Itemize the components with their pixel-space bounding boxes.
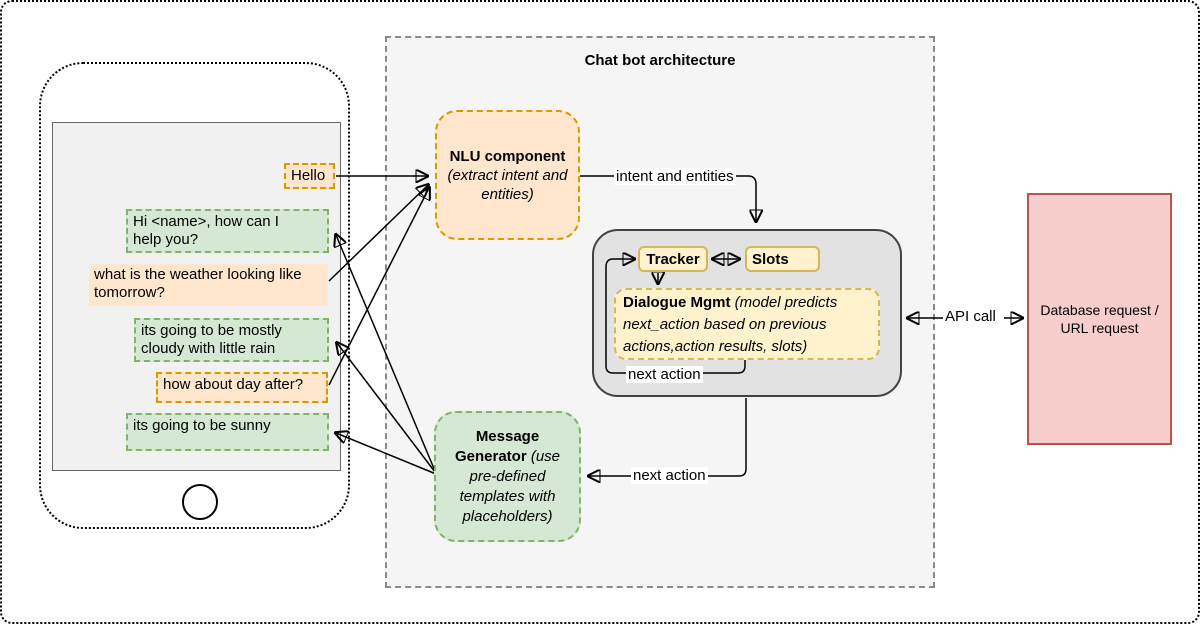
chat-bubble-bot-greeting: Hi <name>, how can I help you?	[126, 209, 329, 253]
tracker-node: Tracker	[638, 246, 708, 272]
message-generator-node: Message Generator (use pre-defined templ…	[434, 411, 581, 542]
chat-bubble-bot-followup-answer: its going to be sunny	[126, 413, 329, 451]
dialogue-mgmt-subtitle: (model predicts next_action based on pre…	[623, 294, 838, 355]
nlu-component-node: NLU component (extract intent and entiti…	[435, 110, 580, 240]
phone-home-button	[182, 484, 218, 520]
label-intent-and-entities: intent and entities	[614, 168, 736, 185]
dialogue-mgmt-title: Dialogue Mgmt	[623, 294, 735, 311]
label-next-action-to-generator: next action	[631, 467, 708, 484]
message-generator-subtitle: (use pre-defined templates with placehol…	[459, 447, 561, 525]
slots-node: Slots	[745, 246, 820, 272]
label-api-call: API call	[943, 308, 998, 325]
dialogue-mgmt-node: Dialogue Mgmt (model predicts next_actio…	[614, 288, 880, 360]
chat-bubble-user-followup-question: how about day after?	[156, 372, 328, 403]
chat-bubble-user-weather-question: what is the weather looking like tomorro…	[89, 264, 328, 306]
chat-bubble-bot-weather-answer: its going to be mostly cloudy with littl…	[134, 318, 329, 362]
label-next-action-loop: next action	[626, 366, 703, 383]
database-request-node: Database request / URL request	[1027, 193, 1172, 445]
message-generator-title: Message Generator	[454, 427, 540, 465]
architecture-title: Chat bot architecture	[584, 52, 736, 69]
nlu-title: NLU component	[449, 147, 566, 165]
nlu-subtitle: (extract intent and entities)	[447, 166, 568, 203]
chat-bubble-user-hello: Hello	[284, 163, 335, 189]
